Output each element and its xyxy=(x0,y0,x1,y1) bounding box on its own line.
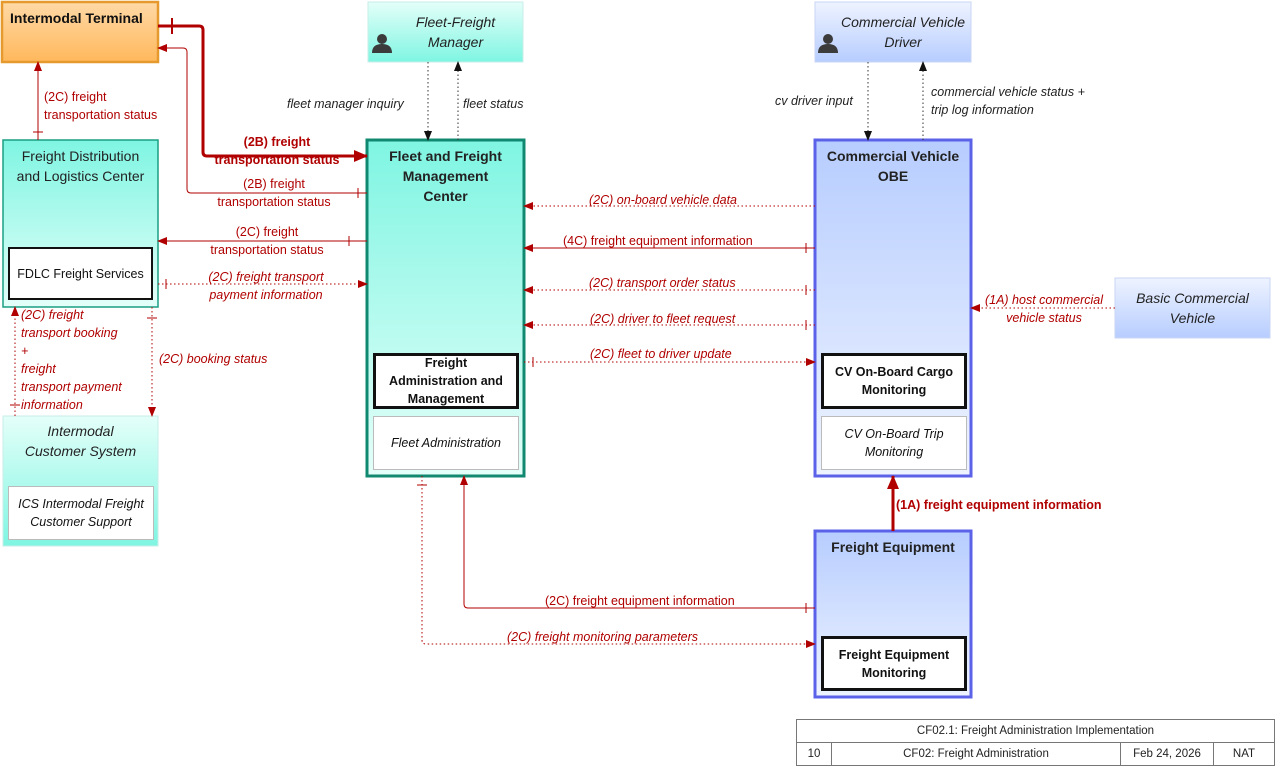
flow-label[interactable]: (1A) host commercial vehicle status xyxy=(979,291,1109,327)
subsystem-ics-intermodal-freight-customer-support[interactable]: ICS Intermodal Freight Customer Support xyxy=(8,486,154,540)
flow-label[interactable]: (2C) driver to fleet request xyxy=(590,312,736,326)
subsystem-label: CV On-Board Cargo xyxy=(834,365,954,379)
element-intermodal-terminal[interactable]: Intermodal Terminal xyxy=(2,2,158,62)
element-title: Freight Equipment xyxy=(831,539,955,555)
flow-label[interactable]: (2C) freight transportation status xyxy=(44,88,157,124)
diagram-title: CF02.1: Freight Administration Implement… xyxy=(796,719,1275,743)
element-title: and Logistics Center xyxy=(16,168,145,184)
flow-label-line: (1A) host commercial xyxy=(984,293,1104,307)
element-title: Manager xyxy=(427,34,484,50)
element-basic-commercial-vehicle[interactable]: Basic Commercial Vehicle xyxy=(1115,278,1270,338)
element-fleet-freight-manager[interactable]: Fleet-Freight Manager xyxy=(368,2,523,62)
element-title: Center xyxy=(423,188,468,204)
flow-label[interactable]: (2C) freight equipment information xyxy=(545,594,735,608)
flow-label[interactable]: (2C) on-board vehicle data xyxy=(589,193,737,207)
diagram-code: NAT xyxy=(1213,742,1275,766)
flow-label-line: transport booking xyxy=(21,326,118,340)
subsystem-label: Freight Equipment xyxy=(838,647,950,662)
flow-label-line: (2B) freight xyxy=(243,135,311,149)
flow-label[interactable]: (2C) transport order status xyxy=(589,276,736,290)
flow-label[interactable]: commercial vehicle status + trip log inf… xyxy=(931,83,1085,119)
flow-label-line: transport payment xyxy=(21,380,122,394)
element-title: Intermodal Terminal xyxy=(10,10,143,26)
element-title: Fleet-Freight xyxy=(415,14,496,30)
flow-label-line: commercial vehicle status + xyxy=(931,85,1085,99)
element-title: Basic Commercial xyxy=(1136,290,1249,306)
element-title: Vehicle xyxy=(1169,310,1216,326)
flow-label-line: (2B) freight xyxy=(243,177,305,191)
subsystem-label: Administration and xyxy=(389,374,503,388)
subsystem-label: Monitoring xyxy=(864,445,924,459)
flow-label-line: information xyxy=(21,398,83,412)
element-title: Commercial Vehicle xyxy=(826,148,960,164)
flow-label-line: vehicle status xyxy=(1006,311,1082,325)
flow-label[interactable]: (2C) freight transport payment informati… xyxy=(201,268,331,304)
flow-label-line: (2C) freight xyxy=(44,90,107,104)
diagram-number: 10 xyxy=(796,742,832,766)
subsystem-freight-equipment-monitoring[interactable]: Freight Equipment Monitoring xyxy=(821,636,967,691)
service-package-name: CF02: Freight Administration xyxy=(831,742,1121,766)
flow-label-line: (2C) freight transport xyxy=(208,270,324,284)
flow-label[interactable]: (2C) fleet to driver update xyxy=(590,347,732,361)
flow-label[interactable]: cv driver input xyxy=(775,94,853,108)
flow-label[interactable]: (1A) freight equipment information xyxy=(896,498,1102,512)
element-freight-distribution-logistics-center[interactable]: Freight Distribution and Logistics Cente… xyxy=(3,140,158,307)
flow-label-line: (2C) freight xyxy=(235,225,299,239)
element-title: Intermodal xyxy=(47,423,114,439)
subsystem-label: Management xyxy=(407,392,485,406)
subsystem-label: Monitoring xyxy=(861,665,927,680)
flow-label[interactable]: (2C) freight transportation status xyxy=(202,223,332,259)
flow-label[interactable]: fleet status xyxy=(463,97,524,111)
flow-label[interactable]: (2C) freight monitoring parameters xyxy=(507,630,699,644)
subsystem-label: ICS Intermodal Freight xyxy=(18,497,144,511)
flow-label-line: payment information xyxy=(209,288,323,302)
element-title: Management xyxy=(402,168,489,184)
element-title: OBE xyxy=(877,168,909,184)
subsystem-fleet-administration[interactable]: Fleet Administration xyxy=(373,416,519,470)
flow-label-line: freight xyxy=(21,362,56,376)
flow-label[interactable]: (2C) freight transport booking + freight… xyxy=(21,306,122,414)
person-icon xyxy=(818,34,838,53)
element-title: Fleet and Freight xyxy=(389,148,502,164)
subsystem-label: Freight xyxy=(424,356,468,370)
element-title: Freight Distribution xyxy=(21,148,140,164)
element-freight-equipment[interactable]: Freight Equipment Freight Equipment Moni… xyxy=(815,531,971,697)
flow-label[interactable]: fleet manager inquiry xyxy=(287,97,404,111)
element-commercial-vehicle-obe[interactable]: Commercial Vehicle OBE CV On-Board Cargo… xyxy=(815,140,971,476)
person-icon xyxy=(372,34,392,53)
flow-label[interactable]: (2C) booking status xyxy=(159,352,268,366)
subsystem-label: Monitoring xyxy=(861,383,927,397)
flow-label[interactable]: (4C) freight equipment information xyxy=(563,234,753,248)
element-title: Customer System xyxy=(24,443,137,459)
subsystem-freight-administration-management[interactable]: Freight Administration and Management xyxy=(373,353,519,409)
flow-label-line: (2C) freight xyxy=(21,308,84,322)
element-intermodal-customer-system[interactable]: Intermodal Customer System ICS Intermoda… xyxy=(3,416,158,546)
flow-label-line: trip log information xyxy=(931,103,1034,117)
subsystem-cv-onboard-cargo-monitoring[interactable]: CV On-Board Cargo Monitoring xyxy=(821,353,967,409)
element-title: Driver xyxy=(884,34,922,50)
flow-label-line: transportation status xyxy=(210,243,324,257)
flow-label[interactable]: (2B) freight transportation status xyxy=(209,175,339,211)
flow-label-line: transportation status xyxy=(217,195,331,209)
flow-label-line: + xyxy=(21,344,29,358)
flow-label[interactable]: (2B) freight transportation status xyxy=(212,133,342,169)
subsystem-label: CV On-Board Trip xyxy=(844,427,944,441)
subsystem-fdlc-freight-services[interactable]: FDLC Freight Services xyxy=(8,247,153,300)
diagram-date: Feb 24, 2026 xyxy=(1120,742,1214,766)
subsystem-label: Customer Support xyxy=(30,515,132,529)
flow-label-line: transportation status xyxy=(44,108,158,122)
title-block: CF02.1: Freight Administration Implement… xyxy=(796,719,1275,766)
element-commercial-vehicle-driver[interactable]: Commercial Vehicle Driver xyxy=(815,2,971,62)
element-title: Commercial Vehicle xyxy=(841,14,965,30)
element-fleet-freight-management-center[interactable]: Fleet and Freight Management Center Frei… xyxy=(367,140,524,476)
subsystem-cv-onboard-trip-monitoring[interactable]: CV On-Board Trip Monitoring xyxy=(821,416,967,470)
flow-label-line: transportation status xyxy=(214,153,340,167)
